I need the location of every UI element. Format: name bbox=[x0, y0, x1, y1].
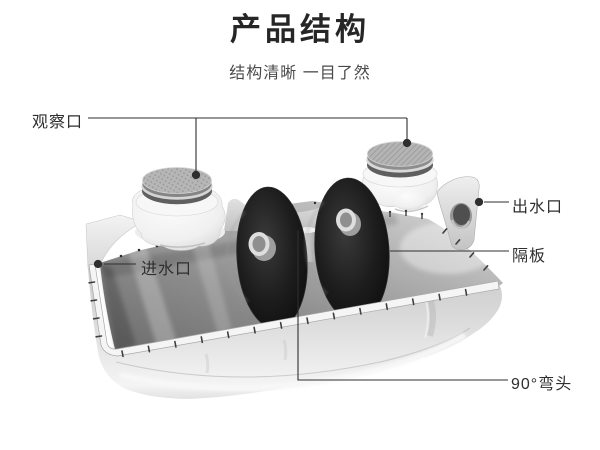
callout-observation bbox=[88, 117, 412, 180]
tank-rim bbox=[88, 209, 500, 358]
manhole-riser-right bbox=[362, 160, 439, 213]
rim-pins bbox=[388, 209, 424, 219]
tank-outer-wall bbox=[88, 264, 502, 399]
label-water-outlet: 出水口 bbox=[512, 199, 564, 216]
callout-outlet bbox=[474, 197, 509, 207]
label-water-inlet: 进水口 bbox=[141, 261, 193, 278]
rim-bolt-ticks bbox=[88, 228, 489, 358]
label-elbow-90: 90°弯头 bbox=[511, 376, 573, 393]
callout-inlet bbox=[93, 259, 136, 269]
manhole-lid-left bbox=[141, 167, 213, 205]
label-baffle: 隔板 bbox=[512, 248, 547, 265]
label-observation-port: 观察口 bbox=[32, 114, 84, 131]
page-title: 产品结构 bbox=[230, 12, 370, 47]
baffle-pipe-2 bbox=[336, 208, 361, 236]
page-subtitle: 结构清晰 一目了然 bbox=[229, 65, 371, 82]
baffle-pipe-1 bbox=[248, 232, 276, 261]
outlet-flange bbox=[436, 176, 480, 251]
manhole-lid-right bbox=[366, 141, 434, 178]
callout-elbow bbox=[297, 230, 508, 381]
